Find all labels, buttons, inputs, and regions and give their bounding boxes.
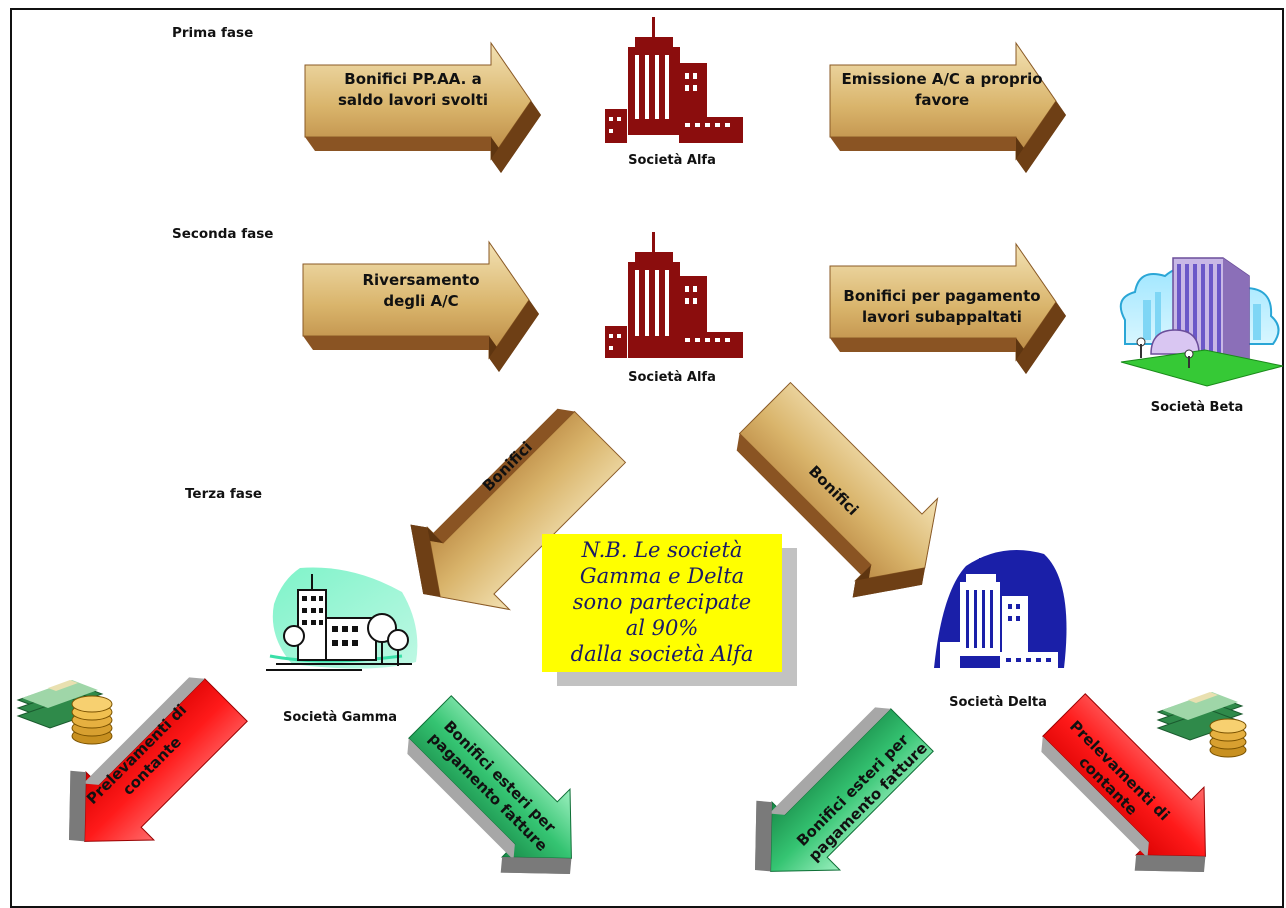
money-coins-icon — [1156, 692, 1247, 758]
city-building-icon — [934, 550, 1067, 672]
entity-label-beta: Società Beta — [1151, 400, 1244, 415]
arrow-bonifici-subappalti: Bonifici per pagamento lavori subappalta… — [829, 243, 1067, 375]
note-box: N.B. Le società Gamma e Delta sono parte… — [542, 534, 797, 686]
note-line-2: Gamma e Delta — [580, 564, 744, 588]
entity-label-delta: Società Delta — [949, 695, 1047, 710]
note-line-3: sono partecipate — [573, 590, 751, 614]
office-building-icon — [1119, 257, 1284, 387]
arrow-riversamento: Riversamento degli A/C — [302, 241, 540, 373]
note-line-5: dalla società Alfa — [571, 642, 754, 666]
arrow-bonifici-esteri-delta — [720, 687, 947, 899]
arrow-label-line1: Bonifici PP.AA. a — [344, 70, 481, 88]
arrow-label-line1: Emissione A/C a proprio — [841, 70, 1042, 88]
city-building-icon — [605, 17, 743, 143]
arrow-bonifici-ppaa: Bonifici PP.AA. a saldo lavori svolti — [304, 42, 542, 174]
phase-label-first: Prima fase — [172, 25, 253, 41]
money-coins-icon — [16, 680, 113, 745]
arrow-label-line2: favore — [915, 91, 969, 109]
note-line-4: al 90% — [626, 616, 699, 640]
entity-label-alfa-2: Società Alfa — [628, 370, 716, 385]
phase-label-second: Seconda fase — [172, 226, 273, 242]
phase-label-third: Terza fase — [185, 486, 262, 502]
entity-label-alfa-1: Società Alfa — [628, 153, 716, 168]
arrow-emissione-ac: Emissione A/C a proprio favore — [829, 42, 1067, 174]
arrow-label-line2: lavori subappaltati — [862, 308, 1022, 326]
arrow-label-line2: degli A/C — [383, 292, 458, 310]
arrow-label-line1: Bonifici per pagamento — [843, 287, 1040, 305]
entity-label-gamma: Società Gamma — [283, 710, 397, 725]
arrow-label-line2: saldo lavori svolti — [338, 91, 488, 109]
note-line-1: N.B. Le società — [581, 538, 743, 562]
arrow-label-line1: Riversamento — [362, 271, 479, 289]
city-building-icon — [605, 232, 743, 358]
building-trees-icon — [266, 567, 418, 671]
